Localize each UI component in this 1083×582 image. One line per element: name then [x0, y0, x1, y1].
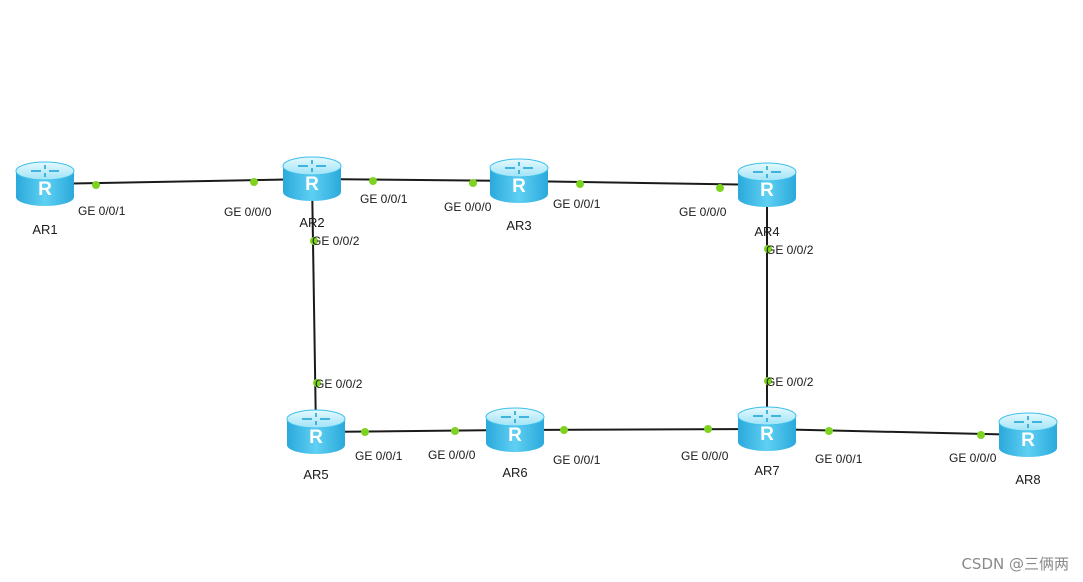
router-label-ar1: AR1: [32, 222, 57, 237]
router-top: [485, 407, 545, 427]
router-label-ar4: AR4: [754, 224, 779, 239]
port-label-ar2: GE 0/0/1: [360, 192, 408, 206]
router-icon-letter: R: [512, 176, 526, 197]
router-ar8[interactable]: R: [998, 412, 1058, 457]
port-label-ar4: GE 0/0/0: [679, 205, 727, 219]
router-ar3[interactable]: R: [489, 158, 549, 203]
port-dot-ar4: [764, 245, 772, 253]
port-label-ar2: GE 0/0/0: [224, 205, 272, 219]
router-arrows-icon: [505, 162, 533, 174]
port-label-ar8: GE 0/0/0: [949, 451, 997, 465]
port-dot-ar3: [469, 179, 477, 187]
router-top: [489, 158, 549, 178]
router-body: [738, 416, 796, 451]
router-ar2[interactable]: R: [282, 156, 342, 201]
port-dot-ar7: [825, 427, 833, 435]
port-label-ar7: GE 0/0/0: [681, 449, 729, 463]
router-body: [999, 422, 1057, 457]
router-label-ar2: AR2: [299, 215, 324, 230]
router-top: [15, 161, 75, 181]
ports-layer: GE 0/0/1 GE 0/0/0 GE 0/0/1 GE 0/0/0 GE 0/0/1…: [78, 177, 997, 467]
router-body: [287, 419, 345, 454]
link-ar3-ar4: [518, 180, 768, 186]
router-top: [282, 156, 342, 176]
link-ar6-ar7: [514, 428, 768, 431]
port-dot-ar7: [704, 425, 712, 433]
link-ar7-ar8: [766, 428, 1029, 436]
router-label-ar8: AR8: [1015, 472, 1040, 487]
port-dot-ar3: [576, 180, 584, 188]
router-icon-letter: R: [309, 427, 323, 448]
links-layer: [44, 178, 1029, 436]
link-ar2-ar5: [311, 178, 317, 433]
router-ar5[interactable]: R: [286, 409, 346, 454]
router-label-ar6: AR6: [502, 465, 527, 480]
router-icon-letter: R: [305, 174, 319, 195]
router-ar6[interactable]: R: [485, 407, 545, 452]
router-top: [998, 412, 1058, 432]
router-body: [490, 168, 548, 203]
port-label-ar2: GE 0/0/2: [312, 234, 360, 248]
port-label-ar3: GE 0/0/0: [444, 200, 492, 214]
port-label-ar5: GE 0/0/1: [355, 449, 403, 463]
port-dot-ar2: [250, 178, 258, 186]
port-dot-ar8: [977, 431, 985, 439]
router-ar1[interactable]: R: [15, 161, 75, 206]
router-icon-letter: R: [508, 425, 522, 446]
port-dot-ar2: [369, 177, 377, 185]
router-ar4[interactable]: R: [737, 162, 797, 207]
csdn-watermark: CSDN @三俩两: [961, 555, 1069, 573]
router-top: [737, 162, 797, 182]
port-label-ar1: GE 0/0/1: [78, 204, 126, 218]
router-body: [16, 171, 74, 206]
router-icon-letter: R: [1021, 430, 1035, 451]
router-body: [283, 166, 341, 201]
router-icon-letter: R: [38, 179, 52, 200]
link-ar5-ar6: [315, 429, 516, 433]
router-arrows-icon: [753, 166, 781, 178]
router-body: [486, 417, 544, 452]
port-label-ar7: GE 0/0/2: [766, 375, 814, 389]
router-arrows-icon: [298, 160, 326, 172]
router-arrows-icon: [501, 411, 529, 423]
link-ar2-ar3: [311, 178, 520, 182]
router-icon-letter: R: [760, 424, 774, 445]
router-top: [737, 406, 797, 426]
port-label-ar4: GE 0/0/2: [766, 243, 814, 257]
router-label-ar3: AR3: [506, 218, 531, 233]
router-label-ar7: AR7: [754, 463, 779, 478]
port-dot-ar6: [560, 426, 568, 434]
port-dot-ar7: [764, 377, 772, 385]
port-dot-ar2: [310, 237, 318, 245]
router-arrows-icon: [753, 410, 781, 422]
router-label-ar5: AR5: [303, 467, 328, 482]
port-dot-ar6: [451, 427, 459, 435]
router-arrows-icon: [302, 413, 330, 425]
port-dot-ar1: [92, 181, 100, 189]
port-dot-ar5: [361, 428, 369, 436]
port-label-ar5: GE 0/0/2: [315, 377, 363, 391]
port-dot-ar4: [716, 184, 724, 192]
port-dot-ar5: [313, 379, 321, 387]
router-top: [286, 409, 346, 429]
router-arrows-icon: [31, 165, 59, 177]
link-ar1-ar2: [44, 178, 313, 185]
port-label-ar6: GE 0/0/0: [428, 448, 476, 462]
router-ar7[interactable]: R: [737, 406, 797, 451]
router-icon-letter: R: [760, 180, 774, 201]
router-arrows-icon: [1014, 416, 1042, 428]
router-body: [738, 172, 796, 207]
port-label-ar7: GE 0/0/1: [815, 452, 863, 466]
port-label-ar3: GE 0/0/1: [553, 197, 601, 211]
port-label-ar6: GE 0/0/1: [553, 453, 601, 467]
